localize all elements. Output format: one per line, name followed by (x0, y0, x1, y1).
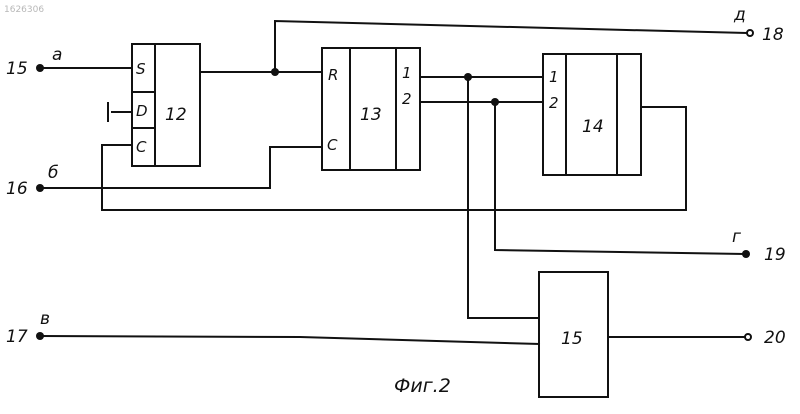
block-14: 1 2 14 (543, 54, 641, 175)
terminal-19-number: 19 (764, 245, 786, 265)
block-12-pin-d: D (136, 102, 148, 120)
terminal-15: 15 а (6, 45, 62, 79)
wire-g (495, 102, 744, 254)
terminal-20-dot (745, 334, 751, 340)
terminal-15-dot (36, 64, 44, 72)
block-14-pin-1: 1 (549, 68, 559, 86)
block-12-pin-s: S (136, 60, 146, 78)
block-14-label: 14 (582, 117, 604, 137)
wire-v (40, 336, 539, 344)
block-13-pin-1: 1 (402, 64, 412, 82)
terminal-17: 17 в (6, 309, 50, 347)
wire-q13-1-to-15 (468, 77, 539, 318)
block-13-label: 13 (360, 105, 382, 125)
terminal-17-number: 17 (6, 327, 28, 347)
block-12: S D C 12 (132, 44, 200, 166)
junction-dot (464, 73, 472, 81)
terminal-16: 16 б (6, 163, 58, 199)
block-13-pin-2: 2 (402, 90, 412, 108)
terminal-19-dot (742, 250, 750, 258)
document-stamp: 1626306 (4, 5, 44, 15)
block-15: 15 (539, 272, 608, 397)
block-12-pin-c: C (136, 138, 147, 156)
block-15-label: 15 (561, 329, 583, 349)
terminal-18: 18 д (733, 5, 784, 45)
terminal-15-signal: а (52, 45, 62, 65)
terminal-18-number: 18 (762, 25, 784, 45)
block-14-pin-2: 2 (549, 94, 559, 112)
terminal-19: 19 г (732, 227, 786, 265)
junction-dot (491, 98, 499, 106)
terminal-20: 20 (745, 328, 786, 348)
block-13: R C 1 2 13 (322, 48, 420, 170)
terminal-20-number: 20 (764, 328, 786, 348)
terminal-17-signal: в (40, 309, 50, 329)
terminal-17-dot (36, 332, 44, 340)
terminal-16-dot (36, 184, 44, 192)
terminal-16-signal: б (48, 163, 58, 183)
block-13-pin-r: R (328, 66, 338, 84)
terminal-16-number: 16 (6, 179, 28, 199)
wire-b (40, 147, 322, 188)
terminal-19-signal: г (732, 227, 741, 247)
wire-d (275, 21, 746, 72)
block-13-pin-c: C (327, 136, 338, 154)
figure-caption: Фиг.2 (394, 375, 451, 397)
block-12-label: 12 (165, 105, 187, 125)
terminal-15-number: 15 (6, 59, 28, 79)
junction-dot (271, 68, 279, 76)
terminal-18-dot (747, 30, 753, 36)
terminal-18-signal: д (733, 5, 746, 25)
